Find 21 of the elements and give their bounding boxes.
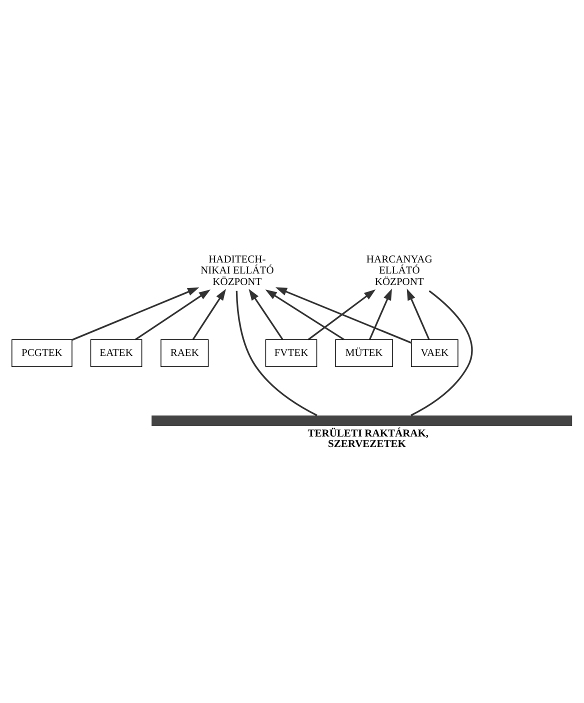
node-box: EATEK bbox=[90, 338, 142, 367]
node-label: TERÜLETI RAKTÁRAK, SZERVEZETEK bbox=[308, 428, 429, 450]
node-box bbox=[152, 414, 572, 426]
node-box: RAEK bbox=[160, 338, 209, 367]
node-box: VAEK bbox=[411, 338, 458, 367]
arrow bbox=[369, 288, 392, 340]
arrow bbox=[308, 288, 376, 340]
arrow bbox=[192, 288, 226, 340]
arrow bbox=[406, 288, 430, 340]
node-text: HARCANYAG ELLÁTÓ KÖZPONT bbox=[366, 254, 432, 288]
connector bbox=[410, 290, 473, 416]
arrow bbox=[265, 289, 344, 340]
node-box: FVTEK bbox=[265, 338, 318, 367]
arrow bbox=[248, 288, 284, 340]
arrow bbox=[72, 286, 200, 340]
node-text: HADITECH- NIKAI ELLÁTÓ KÖZPONT bbox=[200, 254, 274, 288]
node-box: MÜTEK bbox=[335, 338, 393, 367]
node-box: PCGTEK bbox=[12, 338, 72, 367]
arrow bbox=[275, 286, 412, 344]
connector bbox=[236, 290, 318, 416]
arrow bbox=[134, 288, 210, 340]
